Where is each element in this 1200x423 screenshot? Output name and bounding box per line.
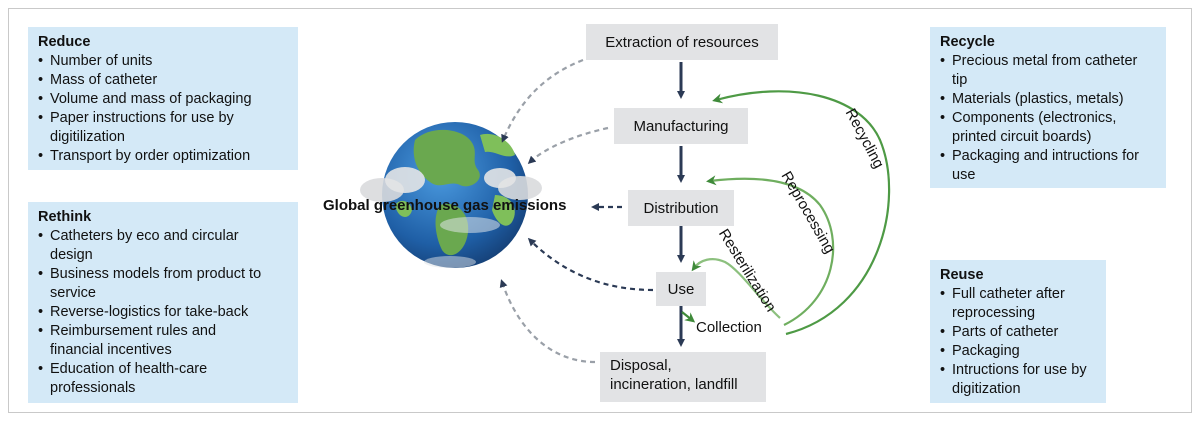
recycle-item: Components (electronics, printed circuit… [940,109,1154,147]
emission-arrow-disposal [499,279,596,364]
emission-arrows [499,58,654,364]
rethink-item: Catheters by eco and circular design [38,227,270,265]
reduce-item: Volume and mass of packaging [38,90,288,109]
stage-collection: Collection [696,319,762,336]
reduce-item-text: Paper instructions for use by digitiliza… [50,110,234,145]
rethink-panel: Rethink Catheters by eco and circular de… [28,202,298,403]
stage-disposal-line2: incineration, landfill [610,376,738,393]
stage-distribution-label: Distribution [643,199,719,217]
stage-use-label: Use [667,280,695,298]
reuse-item: Intructions for use by digitization [940,361,1100,399]
globe-icon [360,122,542,268]
reuse-item: Full catheter after reprocessing [940,285,1100,323]
stage-collection-label: Collection [696,319,762,336]
recycling-loop-arrow [712,90,891,336]
emission-arrow-use [527,237,654,292]
ghg-label: Global greenhouse gas emissions [323,197,567,214]
stage-disposal-line1: Disposal, [610,357,672,374]
stage-use: Use [656,272,706,306]
reuse-title: Reuse [940,267,984,283]
rethink-title: Rethink [38,209,92,225]
reduce-panel: Reduce Number of units Mass of catheter … [28,27,298,170]
reduce-title: Reduce [38,34,91,50]
stage-extraction: Extraction of resources [586,24,778,60]
reduce-item: Paper instructions for use by digitiliza… [38,109,276,147]
reuse-item: Parts of catheter [940,323,1100,342]
rethink-item: Business models from product to service [38,265,270,303]
recycle-item: Materials (plastics, metals) [940,90,1154,109]
rethink-item: Reverse-logistics for take-back [38,303,270,322]
reduce-item: Mass of catheter [38,71,288,90]
reuse-item: Packaging [940,342,1100,361]
reduce-item: Transport by order optimization [38,147,288,166]
loop-arrows [681,90,891,336]
rethink-item: Education of health-care professionals [38,360,270,398]
reuse-panel: Reuse Full catheter after reprocessing P… [930,260,1106,403]
stage-manufacturing-label: Manufacturing [633,117,729,135]
rethink-item: Reimbursement rules and financial incent… [38,322,270,360]
figure-frame [8,8,1192,413]
reprocessing-loop-arrow [706,175,835,326]
stage-disposal: Disposal, incineration, landfill [600,352,766,402]
stage-distribution: Distribution [628,190,734,226]
emission-arrow-extraction [501,58,584,143]
emission-arrow-manufacturing [527,126,609,165]
recycle-item: Precious metal from catheter tip [940,52,1154,90]
stage-extraction-label: Extraction of resources [605,33,759,51]
recycle-panel: Recycle Precious metal from catheter tip… [930,27,1166,188]
recycle-title: Recycle [940,34,995,50]
recycle-item: Packaging and intructions for use [940,147,1154,185]
stage-manufacturing: Manufacturing [614,108,748,144]
reduce-item: Number of units [38,52,288,71]
collection-arrow [681,311,696,323]
resterilization-loop-arrow [691,258,781,319]
